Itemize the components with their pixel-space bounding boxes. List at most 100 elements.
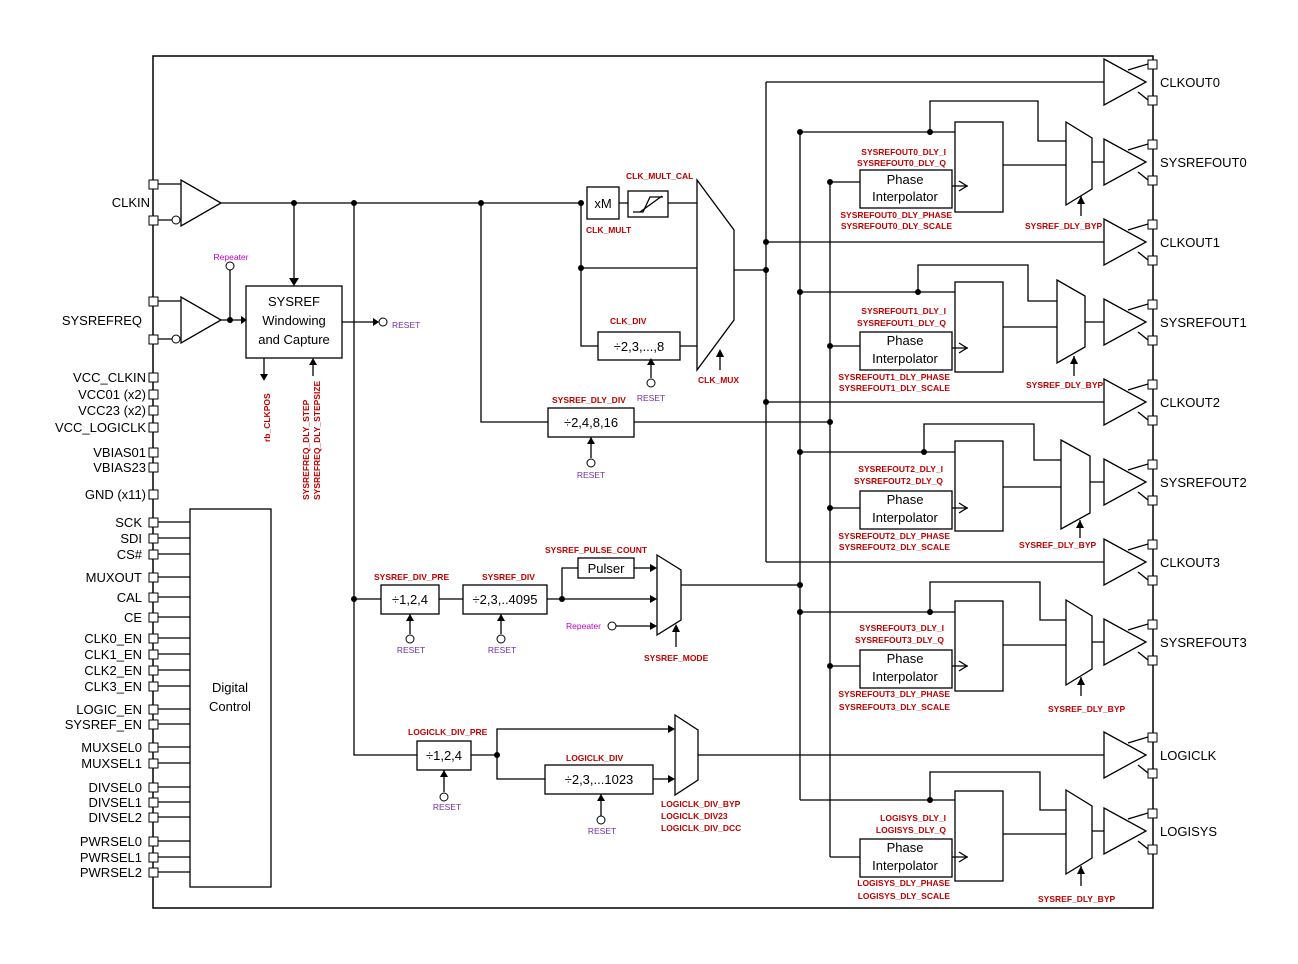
clk-mux: [696, 178, 735, 372]
sysrefout2-label: SYSREFOUT2: [1160, 475, 1247, 490]
ch2-dly-byp: SYSREF_DLY_BYP: [1019, 540, 1096, 550]
phase-interp-4-line2: Interpolator: [872, 858, 938, 873]
pin-clk1-en: CLK1_EN: [84, 647, 142, 662]
ch4-dly-byp: SYSREF_DLY_BYP: [1038, 894, 1115, 904]
logiclk-div23-label: LOGICLK_DIV23: [661, 811, 728, 821]
phase-interp-0-line1: Phase: [887, 172, 924, 187]
pin-vcc01: VCC01 (x2): [78, 387, 146, 402]
ch1-dly-i: SYSREFOUT1_DLY_I: [861, 306, 946, 316]
logiclk-div-label: LOGICLK_DIV: [566, 753, 623, 763]
logisys-channel: [800, 771, 1158, 886]
sysrefout3-label: SYSREFOUT3: [1160, 635, 1247, 650]
logiclk-div-pre-label: LOGICLK_DIV_PRE: [408, 727, 488, 737]
phase-interp-1-line1: Phase: [887, 333, 924, 348]
sysref-dly-div-block: [547, 407, 635, 438]
logiclk-driver: [1103, 730, 1158, 780]
sysref-pulse-count-label: SYSREF_PULSE_COUNT: [545, 545, 648, 555]
pin-pwrsel0: PWRSEL0: [80, 834, 142, 849]
reset-label-clkdiv: RESET: [637, 393, 665, 403]
clkout1-label: CLKOUT1: [1160, 235, 1220, 250]
phase-interp-4-line1: Phase: [887, 840, 924, 855]
sysref-windowing-line2: Windowing: [262, 313, 326, 328]
pin-sdi: SDI: [120, 531, 142, 546]
sysref-channel-0: [797, 100, 1158, 216]
phase-interp-3-line1: Phase: [887, 651, 924, 666]
logiclk-div-pre-text: ÷1,2,4: [426, 748, 462, 763]
ch0-dly-q: SYSREFOUT0_DLY_Q: [857, 158, 946, 168]
sysrefreq-pins: [148, 296, 181, 345]
chip-outline: [152, 55, 1154, 909]
ch3-dly-byp: SYSREF_DLY_BYP: [1048, 704, 1125, 714]
sysref-div-pre-text: ÷1,2,4: [392, 592, 428, 607]
sysref-channel-3: [797, 581, 1158, 696]
sysref-windowing-line1: SYSREF: [268, 294, 320, 309]
logisys-out-label: LOGISYS: [1160, 824, 1217, 839]
ch2-dly-phase: SYSREFOUT2_DLY_PHASE: [838, 531, 950, 541]
ch1-dly-phase: SYSREFOUT1_DLY_PHASE: [838, 372, 950, 382]
phase-interp-3-line2: Interpolator: [872, 669, 938, 684]
clkout0-label: CLKOUT0: [1160, 75, 1220, 90]
sysref-windowing-block: [245, 285, 343, 359]
pin-gnd: GND (x11): [85, 487, 146, 502]
clk-mult-text: xM: [594, 196, 611, 211]
pin-vcc-clkin: VCC_CLKIN: [73, 370, 146, 385]
sysrefreq-dly-stepsize-label: SYSREFREQ_DLY_STEPSIZE: [312, 380, 322, 500]
ch1-dly-scale: SYSREFOUT1_DLY_SCALE: [839, 383, 950, 393]
pin-muxsel0: MUXSEL0: [81, 740, 142, 755]
ch4-dly-i: LOGISYS_DLY_I: [880, 813, 946, 823]
clk-mult-label: CLK_MULT: [586, 225, 632, 235]
pin-vbias23: VBIAS23: [93, 460, 146, 475]
pin-vbias01: VBIAS01: [93, 445, 146, 460]
ch3-dly-phase: SYSREFOUT3_DLY_PHASE: [838, 689, 950, 699]
clkin-pins: [148, 179, 181, 226]
clk-mux-label: CLK_MUX: [698, 375, 739, 385]
pin-sysref-en: SYSREF_EN: [65, 717, 142, 732]
phase-interp-1-line2: Interpolator: [872, 351, 938, 366]
pin-divsel2: DIVSEL2: [89, 810, 142, 825]
logiclk-mux: [674, 713, 699, 797]
ch3-dly-scale: SYSREFOUT3_DLY_SCALE: [839, 702, 950, 712]
reset-label-divpre: RESET: [397, 645, 425, 655]
reset-label-sysrefdiv: RESET: [488, 645, 516, 655]
ch4-dly-phase: LOGISYS_DLY_PHASE: [857, 878, 950, 888]
repeater-label-mid: Repeater: [566, 621, 601, 631]
pin-vcc23: VCC23 (x2): [78, 403, 146, 418]
ch4-dly-q: LOGISYS_DLY_Q: [876, 825, 946, 835]
clk-mult-cal-label: CLK_MULT_CAL: [626, 171, 693, 181]
sysrefreq-buffer: [180, 295, 223, 345]
sysref-mode-mux: [656, 553, 682, 637]
clkout3-label: CLKOUT3: [1160, 555, 1220, 570]
clk-div-label: CLK_DIV: [610, 316, 647, 326]
reset-label-logicdiv: RESET: [588, 826, 616, 836]
pin-cs: CS#: [117, 547, 143, 562]
pin-divsel1: DIVSEL1: [89, 795, 142, 810]
clk-mult-cal-filter: [627, 190, 669, 218]
ch1-dly-q: SYSREFOUT1_DLY_Q: [857, 318, 946, 328]
ch2-dly-scale: SYSREFOUT2_DLY_SCALE: [839, 542, 950, 552]
ch0-dly-i: SYSREFOUT0_DLY_I: [861, 147, 946, 157]
pin-clk0-en: CLK0_EN: [84, 631, 142, 646]
sysref-div-pre-label: SYSREF_DIV_PRE: [374, 572, 449, 582]
sysref-div-pre-block: [380, 584, 440, 615]
logiclk-out-label: LOGICLK: [1160, 748, 1217, 763]
rb-clkpos-label: rb_CLKPOS: [262, 393, 272, 442]
clkout3-driver: [1103, 537, 1158, 587]
sysref-div-label: SYSREF_DIV: [482, 572, 535, 582]
clk-div-text: ÷2,3,...,8: [614, 339, 665, 354]
digital-control-line2: Control: [209, 699, 251, 714]
supply-pins: [148, 372, 159, 500]
sysrefreq-dly-step-label: SYSREFREQ_DLY_STEP: [301, 399, 311, 500]
ch0-dly-byp: SYSREF_DLY_BYP: [1025, 221, 1102, 231]
clkin-label: CLKIN: [112, 195, 150, 210]
digital-control-line1: Digital: [212, 680, 248, 695]
pin-clk2-en: CLK2_EN: [84, 663, 142, 678]
digital-control-block: [189, 508, 272, 888]
clkout1-driver: [1103, 217, 1158, 267]
phase-interp-2-line2: Interpolator: [872, 510, 938, 525]
sysref-channel-1: [797, 264, 1158, 376]
sysrefout0-label: SYSREFOUT0: [1160, 155, 1247, 170]
sysrefreq-label: SYSREFREQ: [62, 313, 142, 328]
ch3-dly-i: SYSREFOUT3_DLY_I: [859, 623, 944, 633]
clkin-buffer: [180, 178, 223, 228]
control-pins: [148, 517, 190, 878]
